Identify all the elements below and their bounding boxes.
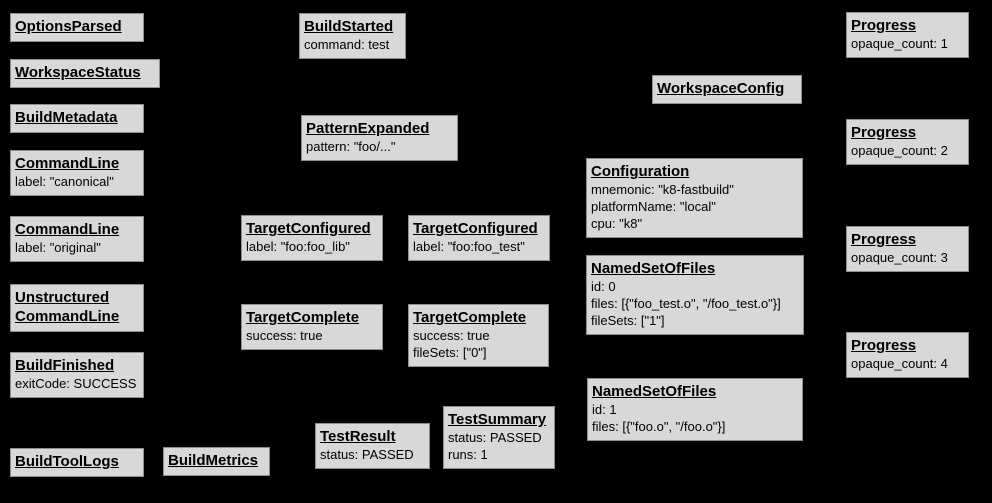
node-attribute: exitCode: SUCCESS bbox=[15, 376, 137, 391]
node-attribute: label: "foo:foo_lib" bbox=[246, 239, 350, 254]
node-attribute: status: PASSED bbox=[448, 430, 542, 445]
node-title: BuildFinished bbox=[15, 357, 115, 374]
node-options-parsed: OptionsParsed bbox=[10, 13, 144, 42]
node-attribute: runs: 1 bbox=[448, 447, 488, 462]
node-test-summary: TestSummary status: PASSED runs: 1 bbox=[443, 406, 555, 469]
node-target-configured-foo-test: TargetConfigured label: "foo:foo_test" bbox=[408, 215, 550, 261]
node-attribute: fileSets: ["1"] bbox=[591, 313, 665, 328]
node-attribute: opaque_count: 4 bbox=[851, 356, 948, 371]
node-target-configured-foo-lib: TargetConfigured label: "foo:foo_lib" bbox=[241, 215, 383, 261]
node-title: Configuration bbox=[591, 163, 690, 180]
node-title: TestResult bbox=[320, 428, 396, 445]
node-attribute: cpu: "k8" bbox=[591, 216, 643, 231]
node-title: TargetConfigured bbox=[246, 220, 371, 237]
node-command-line-canonical: CommandLine label: "canonical" bbox=[10, 150, 144, 196]
node-title: TargetComplete bbox=[413, 309, 527, 326]
node-attribute: command: test bbox=[304, 37, 390, 52]
node-title: BuildMetadata bbox=[15, 109, 118, 126]
node-progress-1: Progress opaque_count: 1 bbox=[846, 12, 969, 58]
node-title: TargetComplete bbox=[246, 309, 360, 326]
node-title: BuildMetrics bbox=[168, 452, 259, 469]
node-build-tool-logs: BuildToolLogs bbox=[10, 448, 144, 477]
node-title: Progress bbox=[851, 17, 917, 34]
node-attribute: opaque_count: 2 bbox=[851, 143, 948, 158]
node-title: Progress bbox=[851, 337, 917, 354]
node-workspace-config: WorkspaceConfig bbox=[652, 75, 802, 104]
node-title: NamedSetOfFiles bbox=[591, 260, 716, 277]
node-target-complete-foo-test: TargetComplete success: true fileSets: [… bbox=[408, 304, 549, 367]
node-attribute: pattern: "foo/..." bbox=[306, 139, 396, 154]
node-named-set-of-files-1: NamedSetOfFiles id: 1 files: [{"foo.o", … bbox=[587, 378, 803, 441]
node-attribute: success: true bbox=[246, 328, 323, 343]
node-title: BuildStarted bbox=[304, 18, 394, 35]
node-title: Progress bbox=[851, 231, 917, 248]
node-attribute: files: [{"foo.o", "/foo.o"}] bbox=[592, 419, 726, 434]
node-build-finished: BuildFinished exitCode: SUCCESS bbox=[10, 352, 144, 398]
node-attribute: platformName: "local" bbox=[591, 199, 716, 214]
node-pattern-expanded: PatternExpanded pattern: "foo/..." bbox=[301, 115, 458, 161]
node-attribute: mnemonic: "k8-fastbuild" bbox=[591, 182, 734, 197]
node-progress-2: Progress opaque_count: 2 bbox=[846, 119, 969, 165]
node-build-metrics: BuildMetrics bbox=[163, 447, 270, 476]
node-progress-3: Progress opaque_count: 3 bbox=[846, 226, 969, 272]
node-named-set-of-files-0: NamedSetOfFiles id: 0 files: [{"foo_test… bbox=[586, 255, 804, 335]
node-title: CommandLine bbox=[15, 221, 120, 238]
node-title: TargetConfigured bbox=[413, 220, 538, 237]
node-title: BuildToolLogs bbox=[15, 453, 119, 470]
node-attribute: label: "original" bbox=[15, 240, 101, 255]
node-title: TestSummary bbox=[448, 411, 547, 428]
node-attribute: opaque_count: 3 bbox=[851, 250, 948, 265]
node-attribute: label: "canonical" bbox=[15, 174, 114, 189]
node-attribute: label: "foo:foo_test" bbox=[413, 239, 525, 254]
node-title: WorkspaceConfig bbox=[657, 80, 785, 97]
node-target-complete-foo-lib: TargetComplete success: true bbox=[241, 304, 383, 350]
node-attribute: status: PASSED bbox=[320, 447, 414, 462]
node-unstructured-command-line: Unstructured CommandLine bbox=[10, 284, 144, 332]
node-title: PatternExpanded bbox=[306, 120, 430, 137]
node-test-result: TestResult status: PASSED bbox=[315, 423, 430, 469]
node-title: CommandLine bbox=[15, 155, 120, 172]
node-configuration: Configuration mnemonic: "k8-fastbuild" p… bbox=[586, 158, 803, 238]
node-workspace-status: WorkspaceStatus bbox=[10, 59, 160, 88]
node-attribute: success: true bbox=[413, 328, 490, 343]
node-attribute: files: [{"foo_test.o", "/foo_test.o"}] bbox=[591, 296, 781, 311]
node-attribute: opaque_count: 1 bbox=[851, 36, 948, 51]
node-progress-4: Progress opaque_count: 4 bbox=[846, 332, 969, 378]
node-build-metadata: BuildMetadata bbox=[10, 104, 144, 133]
node-command-line-original: CommandLine label: "original" bbox=[10, 216, 144, 262]
node-title: NamedSetOfFiles bbox=[592, 383, 717, 400]
node-title-line2: CommandLine bbox=[15, 308, 120, 325]
node-attribute: id: 0 bbox=[591, 279, 616, 294]
node-build-started: BuildStarted command: test bbox=[299, 13, 406, 59]
node-title: OptionsParsed bbox=[15, 18, 122, 35]
node-attribute: id: 1 bbox=[592, 402, 617, 417]
node-title: Progress bbox=[851, 124, 917, 141]
node-title: Unstructured bbox=[15, 289, 110, 306]
node-attribute: fileSets: ["0"] bbox=[413, 345, 487, 360]
node-title: WorkspaceStatus bbox=[15, 64, 141, 81]
